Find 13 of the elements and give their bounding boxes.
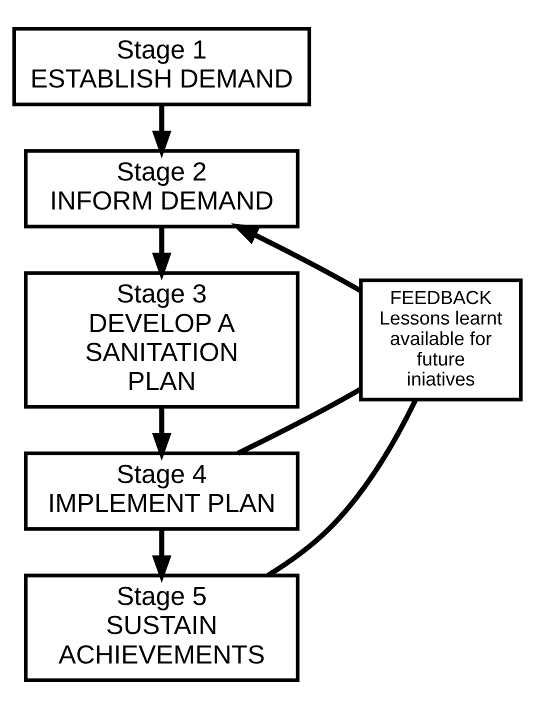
node-box: Stage 4 IMPLEMENT PLAN	[24, 451, 300, 530]
node-box: Stage 1 ESTABLISH DEMAND	[12, 26, 312, 106]
node-box: Stage 5 SUSTAIN ACHIEVEMENTS	[24, 573, 300, 682]
node-box: Stage 2 INFORM DEMAND	[24, 148, 300, 228]
arrow	[152, 226, 172, 280]
arrow	[152, 406, 172, 460]
arrow	[152, 528, 172, 583]
arrow	[152, 104, 172, 158]
connector	[236, 386, 362, 456]
node-box: Stage 3 DEVELOP A SANITATION PLAN	[24, 270, 300, 408]
node-box: FEEDBACK Lessons learnt available for future iniatives	[359, 278, 523, 401]
arrow	[231, 222, 362, 292]
connector	[266, 398, 418, 578]
